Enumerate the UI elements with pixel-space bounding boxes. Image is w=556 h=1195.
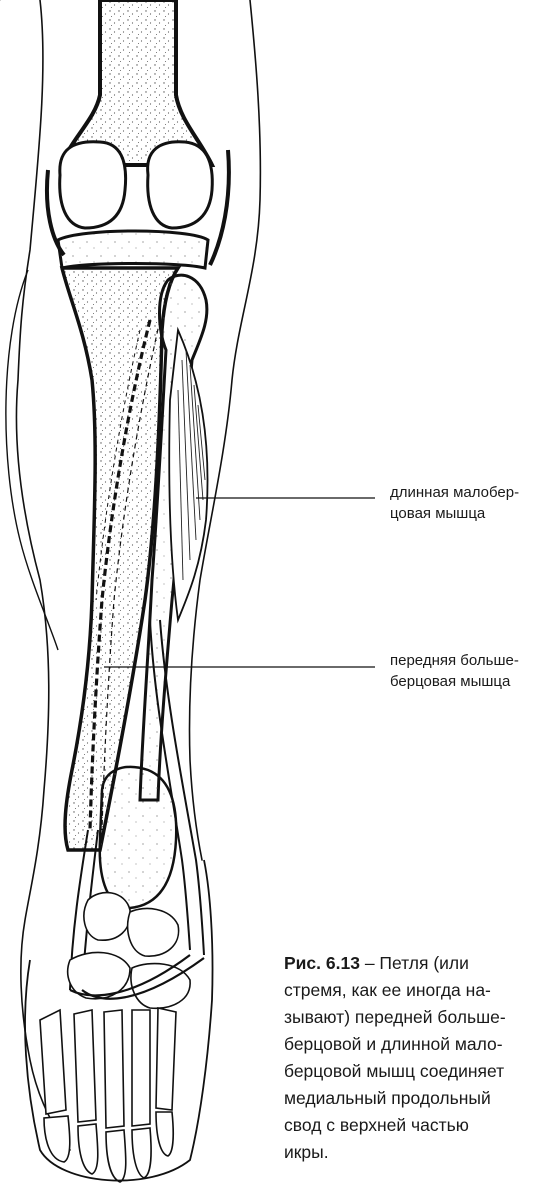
caption-number: Рис. 6.13	[284, 953, 360, 973]
label-peroneus-longus: длинная малобер- цовая мышца	[390, 482, 519, 524]
caption-line-1: Рис. 6.13 – Петля (или	[284, 950, 550, 977]
femur	[62, 0, 212, 165]
caption-line-3: зывают) передней больше-	[284, 1004, 550, 1031]
label-peroneus-line-2: цовая мышца	[390, 503, 519, 524]
figure-caption: Рис. 6.13 – Петля (или стремя, как ее ин…	[284, 950, 550, 1166]
caption-line-5: берцовой мышц соединяет	[284, 1058, 550, 1085]
talus	[100, 767, 177, 908]
calf-bulge	[6, 270, 58, 650]
peroneus-longus-muscle	[169, 330, 207, 620]
caption-line-7: свод с верхней частью	[284, 1112, 550, 1139]
caption-line-6: медиальный продольный	[284, 1085, 550, 1112]
metatarsals	[40, 1008, 176, 1128]
caption-line-8: икры.	[284, 1139, 550, 1166]
label-tibialis-line-2: берцовая мышца	[390, 671, 519, 692]
label-tibialis-anterior: передняя больше- берцовая мышца	[390, 650, 519, 692]
caption-line-2: стремя, как ее иногда на-	[284, 977, 550, 1004]
caption-text-1: – Петля (или	[360, 953, 469, 973]
tibial-plateau	[58, 231, 208, 268]
label-tibialis-line-1: передняя больше-	[390, 650, 519, 671]
label-peroneus-line-1: длинная малобер-	[390, 482, 519, 503]
caption-line-4: берцовой и длинной мало-	[284, 1031, 550, 1058]
